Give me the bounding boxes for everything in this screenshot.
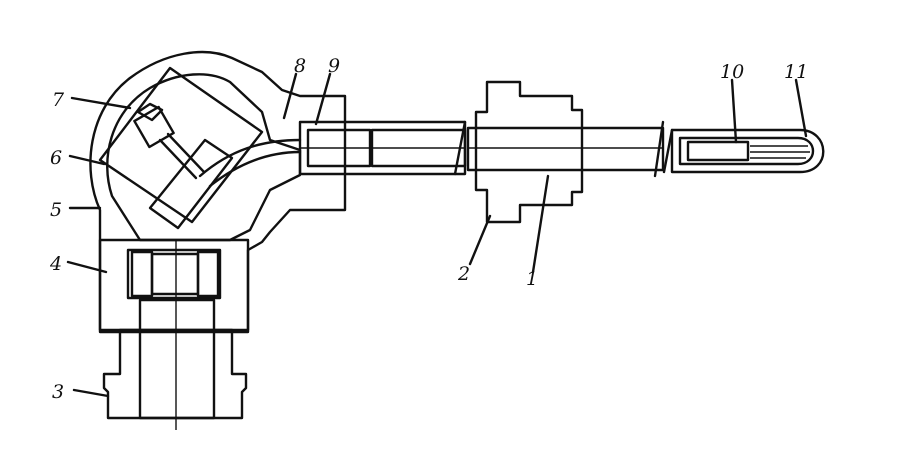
callout-label-4: 4 [49,253,62,275]
neck-union [98,238,250,430]
callout-label-6: 6 [50,147,62,169]
callout-label-3: 3 [52,381,64,403]
callout-label-9: 9 [328,55,340,77]
callout-label-11: 11 [784,61,808,83]
mounting-fitting [466,80,665,224]
terminal-screw [133,102,206,180]
callout-label-10: 10 [720,61,744,83]
lower-fitting [102,298,248,420]
sheath-tip [662,128,825,174]
callout-label-7: 7 [52,89,65,111]
sheath-section-left [298,120,467,176]
callout-label-5: 5 [50,199,62,221]
terminal-block [98,66,264,230]
callout-label-1: 1 [526,268,538,290]
callout-label-8: 8 [294,55,306,77]
callouts: 1 2 3 4 5 6 7 8 9 10 11 [49,55,808,403]
callout-label-2: 2 [457,263,470,285]
